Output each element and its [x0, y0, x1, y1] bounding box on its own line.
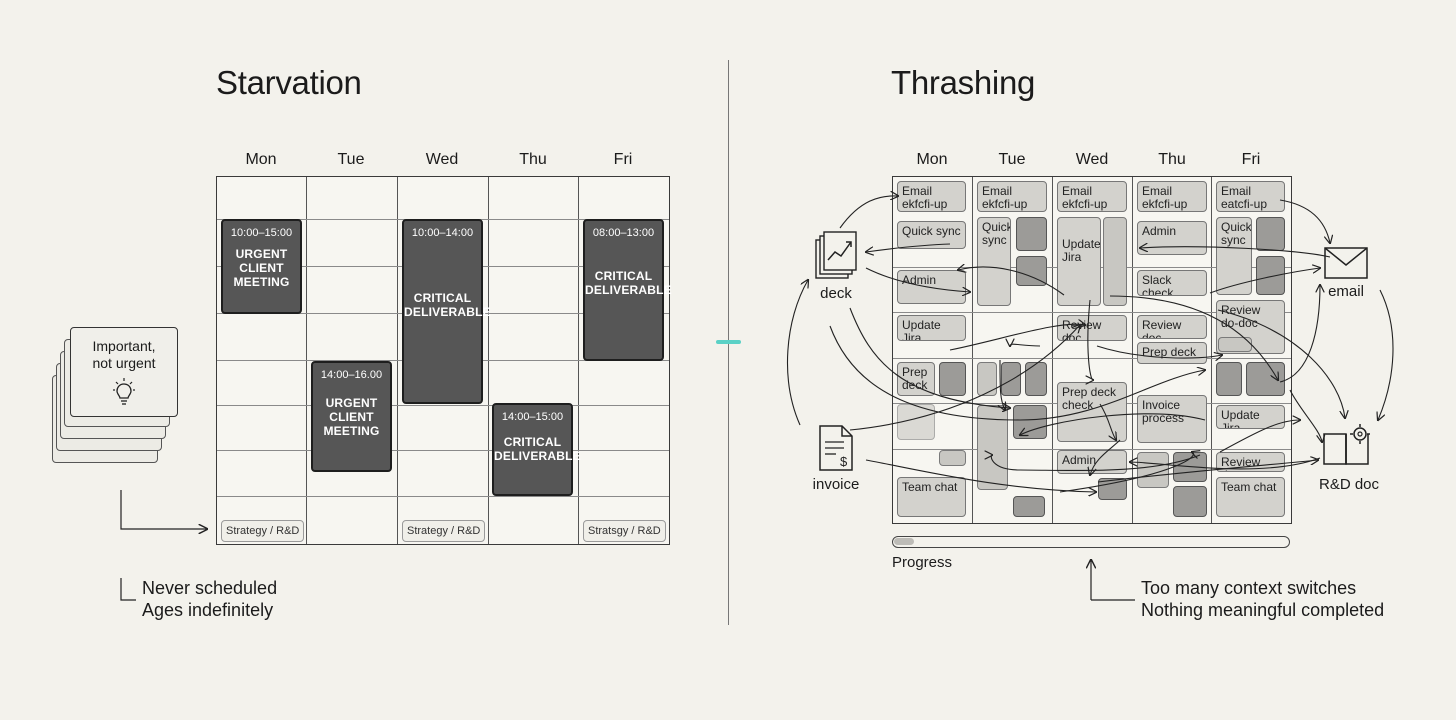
day-label-mon: Mon	[916, 151, 948, 168]
task-chip[interactable]: Admin	[1137, 221, 1207, 255]
task-chip[interactable]: Team chat	[897, 477, 966, 517]
strategy-slot: Strategy / R&D	[402, 520, 486, 542]
task-chip[interactable]: Quick sync	[897, 221, 966, 249]
strategy-slot: Stratsgy / R&D	[583, 520, 666, 542]
rnd-doc-label: R&D doc	[1318, 476, 1380, 493]
critical-deliverable-block[interactable]: 08:00–13:00 CRITICAL DELIVERABLE	[583, 219, 672, 361]
email-label: email	[1328, 283, 1364, 300]
day-label-fri: Fri	[1241, 151, 1261, 168]
thrashing-connector	[1080, 556, 1135, 601]
day-label-fri: Fri	[613, 151, 633, 168]
invoice-label: invoice	[812, 476, 860, 493]
day-label-thu: Thu	[1158, 151, 1186, 168]
day-label-wed: Wed	[1075, 151, 1109, 168]
task-chip[interactable]	[1216, 362, 1242, 396]
progress-bar	[892, 536, 1290, 548]
day-label-thu: Thu	[519, 151, 547, 168]
task-chip[interactable]: Email ekfcfi-up	[1057, 181, 1127, 212]
task-chip[interactable]	[1001, 362, 1021, 396]
task-chip[interactable]: Slack check	[1137, 270, 1207, 296]
task-chip[interactable]: Email ekfcfi-up	[977, 181, 1047, 212]
strategy-slot: Strategy / R&D	[221, 520, 305, 542]
day-label-wed: Wed	[425, 151, 459, 168]
progress-fill	[894, 538, 914, 545]
task-chip[interactable]: Email eatcfi-up	[1216, 181, 1285, 212]
starvation-connector	[120, 490, 730, 601]
task-chip[interactable]: Update Jira	[1057, 217, 1101, 306]
task-chip[interactable]: Update Jira	[897, 315, 966, 341]
urgent-meeting-block[interactable]: 10:00–15:00 URGENT CLIENT MEETING	[221, 219, 302, 314]
deck-icon	[815, 231, 857, 279]
task-chip[interactable]: Quick sync	[977, 217, 1011, 306]
day-label-tue: Tue	[337, 151, 365, 168]
task-chip[interactable]	[1103, 217, 1127, 306]
progress-label: Progress	[892, 554, 953, 571]
task-chip[interactable]: Review doc	[1216, 452, 1285, 472]
thrashing-title: Thrashing	[891, 64, 1036, 101]
email-icon	[1324, 247, 1368, 279]
lightbulb-icon	[113, 378, 135, 405]
task-chip[interactable]	[1256, 217, 1285, 251]
rnd-doc-icon	[1323, 424, 1370, 465]
task-chip[interactable]	[977, 362, 997, 396]
task-chip[interactable]: Email ekfcfi-up	[1137, 181, 1207, 212]
task-chip[interactable]	[1025, 362, 1047, 396]
task-chip[interactable]: Admin	[897, 270, 966, 304]
task-chip[interactable]: Email ekfcfi-up	[897, 181, 966, 212]
invoice-icon: $	[819, 425, 853, 471]
urgent-meeting-block[interactable]: 14:00–16.00 URGENT CLIENT MEETING	[311, 361, 392, 472]
important-task-card[interactable]: Important, not urgent	[70, 327, 178, 417]
task-chip[interactable]	[1016, 256, 1047, 286]
task-chip[interactable]	[1256, 256, 1285, 295]
task-chip[interactable]: Team chat	[1216, 477, 1285, 517]
task-chip[interactable]	[939, 362, 966, 396]
task-chip[interactable]	[1013, 496, 1045, 517]
task-chip[interactable]: Review do-doc	[1216, 300, 1285, 354]
critical-deliverable-block[interactable]: 14:00–15:00 CRITICAL DELIVERABLE	[492, 403, 581, 496]
task-chip[interactable]	[1098, 478, 1127, 500]
task-chip[interactable]	[1173, 486, 1207, 517]
task-chip[interactable]	[1016, 217, 1047, 251]
starvation-note: Never scheduled Ages indefinitely	[142, 578, 278, 620]
task-chip[interactable]: Review doc	[1137, 315, 1207, 339]
divider-marker	[716, 340, 741, 344]
context-switch-arrows	[787, 180, 1394, 510]
deck-label: deck	[820, 285, 852, 302]
starvation-title: Starvation	[216, 64, 362, 101]
day-label-tue: Tue	[998, 151, 1026, 168]
day-label-mon: Mon	[245, 151, 277, 168]
svg-text:$: $	[840, 454, 848, 469]
task-chip[interactable]: Invoice process	[1137, 395, 1207, 443]
critical-deliverable-block[interactable]: 10:00–14:00 CRITICAL DELIVERABLE	[402, 219, 491, 404]
task-chip[interactable]	[939, 450, 966, 466]
thrashing-note: Too many context switches Nothing meanin…	[1141, 578, 1385, 620]
